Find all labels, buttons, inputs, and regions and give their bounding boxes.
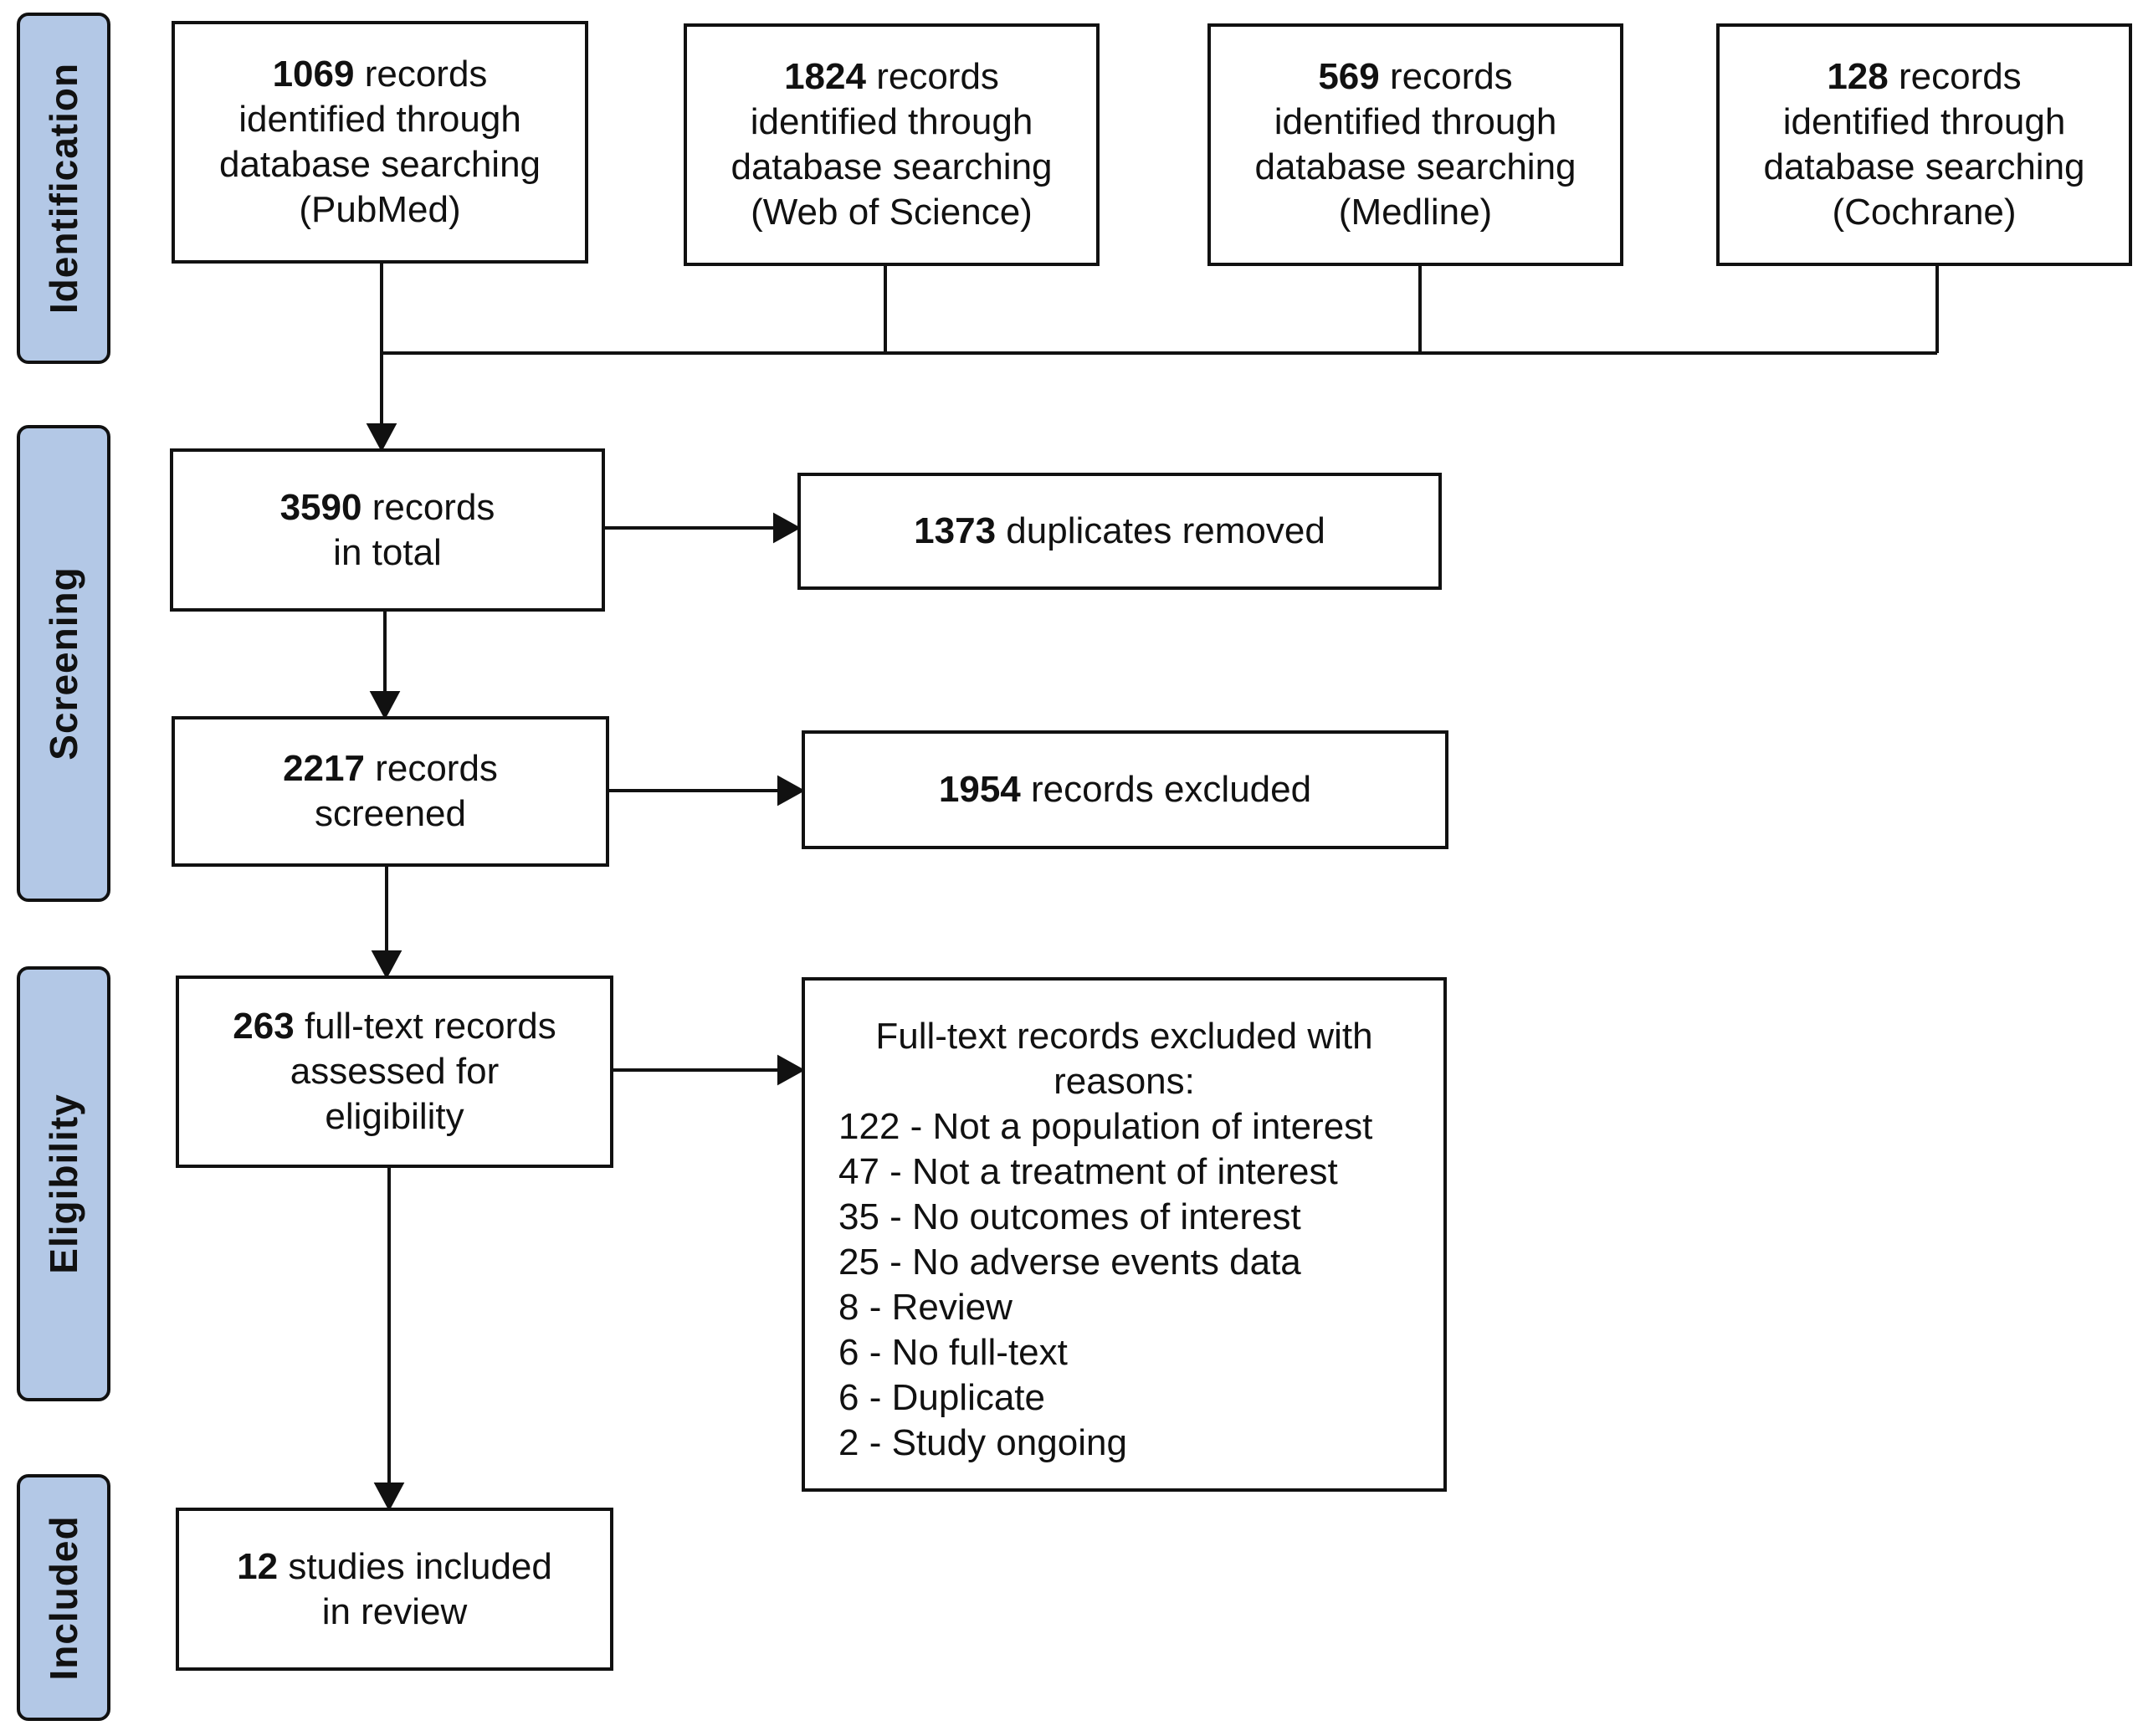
fulltext-excluded-box: Full-text records excluded with reasons:… (802, 977, 1447, 1492)
source-box-cochrane: 128 records identified through database … (1716, 23, 2132, 266)
source-database: (PubMed) (299, 189, 461, 230)
reason-item: 6 - Duplicate (838, 1377, 1046, 1418)
source-text: database searching (218, 144, 541, 185)
stage-included: Included (17, 1474, 110, 1721)
stage-screening: Screening (17, 425, 110, 902)
screened-records-box: 2217 records screened (172, 716, 609, 867)
screened-text: records (375, 748, 498, 789)
source-text: identified through (238, 99, 521, 140)
duplicates-removed-box: 1373 duplicates removed (797, 473, 1442, 590)
source-box-web-of-science: 1824 records identified through database… (684, 23, 1100, 266)
source-text: records (364, 54, 488, 95)
source-text: records (876, 56, 999, 97)
reasons-heading: Full-text records excluded with (875, 1016, 1373, 1057)
reason-item: 25 - No adverse events data (838, 1242, 1301, 1283)
source-text: records (1389, 56, 1513, 97)
source-database: (Cochrane) (1832, 192, 2017, 233)
total-text: in total (333, 531, 442, 573)
source-count: 1824 (784, 56, 866, 97)
arrowhead-to-duplicates (773, 512, 802, 544)
included-studies-box: 12 studies included in review (176, 1508, 613, 1671)
fulltext-text: eligibility (325, 1096, 464, 1137)
total-count: 3590 (279, 486, 362, 528)
included-text: studies included (288, 1545, 552, 1587)
included-text: in review (321, 1590, 468, 1632)
reason-item: 2 - Study ongoing (838, 1422, 1127, 1463)
reason-item: 35 - No outcomes of interest (838, 1196, 1301, 1237)
source-database: (Medline) (1338, 192, 1493, 233)
arrowhead-to-included (373, 1483, 405, 1512)
arrowhead-to-screened (369, 691, 401, 720)
screened-text: screened (314, 793, 466, 834)
source-text: database searching (731, 146, 1053, 187)
records-excluded-box: 1954 records excluded (802, 730, 1448, 849)
source-text: records (1898, 56, 2022, 97)
reasons-heading: reasons: (1054, 1061, 1195, 1102)
arrowhead-to-fulltext-excluded (777, 1054, 806, 1086)
source-box-medline: 569 records identified through database … (1207, 23, 1623, 266)
fulltext-count: 263 (233, 1006, 295, 1047)
arrowhead-to-total (366, 423, 397, 453)
reason-item: 122 - Not a population of interest (838, 1106, 1373, 1147)
fulltext-text: assessed for (290, 1051, 500, 1092)
stage-identification: Identification (17, 13, 110, 364)
fulltext-assessed-box: 263 full-text records assessed for eligi… (176, 976, 613, 1168)
reason-item: 8 - Review (838, 1287, 1013, 1328)
source-text: identified through (1274, 101, 1557, 142)
fulltext-text: full-text records (304, 1006, 556, 1047)
source-count: 1069 (272, 54, 355, 95)
arrowhead-to-fulltext (371, 950, 402, 980)
source-count: 569 (1318, 56, 1380, 97)
arrowhead-to-excluded (777, 775, 806, 807)
source-text: identified through (750, 101, 1033, 142)
included-count: 12 (237, 1545, 279, 1587)
source-text: database searching (1763, 146, 2085, 187)
total-records-box: 3590 records in total (170, 448, 605, 612)
duplicates-text: duplicates removed (1006, 510, 1325, 551)
source-text: identified through (1782, 101, 2066, 142)
source-database: (Web of Science) (751, 192, 1033, 233)
reason-item: 47 - Not a treatment of interest (838, 1151, 1338, 1192)
source-box-pubmed: 1069 records identified through database… (172, 21, 588, 264)
source-text: database searching (1254, 146, 1576, 187)
excluded-count: 1954 (938, 769, 1021, 810)
excluded-text: records excluded (1031, 769, 1312, 810)
stage-eligibility: Eligibility (17, 966, 110, 1401)
duplicates-count: 1373 (914, 510, 997, 551)
screened-count: 2217 (283, 748, 365, 789)
reason-item: 6 - No full-text (838, 1332, 1068, 1373)
source-count: 128 (1827, 56, 1889, 97)
total-text: records (372, 486, 495, 528)
